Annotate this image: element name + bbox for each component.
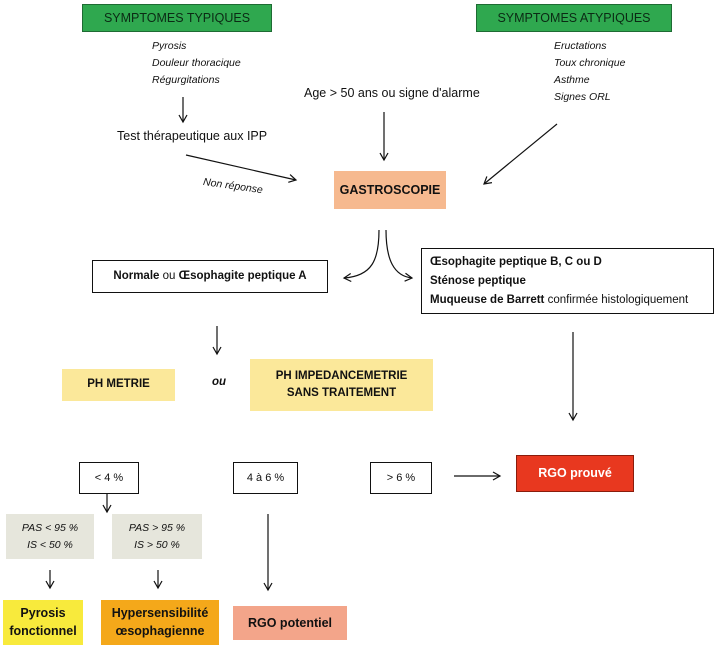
arrow-atypical-to-gastro — [483, 123, 558, 185]
result-lt4-box: < 4 % — [79, 462, 139, 494]
age-alarm-text: Age > 50 ans ou signe d'alarme — [304, 86, 480, 100]
arrow-gastro-right — [385, 229, 414, 282]
or-text: ou — [212, 376, 227, 388]
rgo-proven-label: RGO prouvé — [538, 466, 612, 481]
list-item: Pyrosis — [152, 40, 187, 52]
gastroscopy-label: GASTROSCOPIE — [339, 182, 441, 197]
ipp-test-text: Test thérapeutique aux IPP — [117, 129, 268, 143]
severe-findings-box: Œsophagite peptique B, C ou D Sténose pe… — [421, 248, 714, 314]
typical-symptoms-title: SYMPTOMES TYPIQUES — [103, 10, 251, 25]
peptic-stenosis: Sténose peptique — [430, 274, 526, 287]
functional-pyrosis-line-2: fonctionnel — [9, 623, 77, 638]
non-response-text: Non réponse — [202, 176, 264, 197]
ph-metrie-box: PH METRIE — [62, 369, 175, 401]
barrett-label: Muqueuse de Barrett — [430, 293, 545, 306]
list-item: Eructations — [554, 40, 607, 52]
functional-pyrosis-box: Pyrosis fonctionnel — [3, 600, 83, 645]
criteria-high-pas: PAS > 95 % — [128, 522, 186, 535]
list-item: Douleur thoracique — [152, 57, 241, 69]
criteria-low-box: PAS < 95 % IS < 50 % — [6, 514, 94, 559]
impedance-line-1: PH IMPEDANCEMETRIE — [275, 370, 408, 382]
criteria-high-box: PAS > 95 % IS > 50 % — [112, 514, 202, 559]
list-item: Signes ORL — [554, 91, 611, 103]
functional-pyrosis-line-1: Pyrosis — [20, 606, 66, 620]
impedance-line-2: SANS TRAITEMENT — [286, 387, 397, 399]
rgo-proven-box: RGO prouvé — [516, 455, 634, 492]
typical-symptoms-box: SYMPTOMES TYPIQUES — [82, 4, 272, 32]
criteria-high-is: IS > 50 % — [134, 538, 180, 551]
result-4-6-label: 4 à 6 % — [246, 471, 285, 484]
rgo-potential-box: RGO potentiel — [233, 606, 347, 640]
criteria-low-is: IS < 50 % — [27, 538, 73, 551]
esophageal-hypersensitivity-box: Hypersensibilité œsophagienne — [101, 600, 219, 645]
normal-or: ou — [159, 269, 179, 282]
typical-symptoms-list: Pyrosis Douleur thoracique Régurgitation… — [152, 38, 241, 89]
impedance-box: PH IMPEDANCEMETRIE SANS TRAITEMENT — [250, 359, 433, 411]
esophagitis-bcd: Œsophagite peptique B, C ou D — [430, 255, 602, 268]
result-gt6-label: > 6 % — [386, 471, 416, 484]
atypical-symptoms-box: SYMPTOMES ATYPIQUES — [476, 4, 672, 32]
result-lt4-label: < 4 % — [94, 471, 124, 484]
hypersensitivity-line-1: Hypersensibilité — [111, 606, 209, 620]
list-item: Régurgitations — [152, 74, 220, 86]
barrett-confirmed: confirmée histologiquement — [544, 293, 689, 306]
rgo-potential-label: RGO potentiel — [247, 615, 333, 630]
atypical-symptoms-title: SYMPTOMES ATYPIQUES — [497, 10, 651, 25]
list-item: Toux chronique — [554, 57, 626, 69]
arrow-ipp-to-gastro — [185, 154, 298, 183]
arrow-gastro-left — [342, 229, 380, 283]
atypical-symptoms-list: Eructations Toux chronique Asthme Signes… — [554, 38, 625, 106]
normal-result-box: Normale ou Œsophagite peptique A — [92, 260, 328, 293]
list-item: Asthme — [554, 74, 590, 86]
normal-label: Normale — [113, 269, 160, 282]
esophagitis-a-label: Œsophagite peptique A — [178, 269, 307, 282]
criteria-low-pas: PAS < 95 % — [21, 522, 79, 535]
ph-metrie-label: PH METRIE — [87, 378, 150, 391]
hypersensitivity-line-2: œsophagienne — [115, 623, 205, 638]
result-4-6-box: 4 à 6 % — [233, 462, 298, 494]
result-gt6-box: > 6 % — [370, 462, 432, 494]
gastroscopy-box: GASTROSCOPIE — [334, 171, 446, 209]
